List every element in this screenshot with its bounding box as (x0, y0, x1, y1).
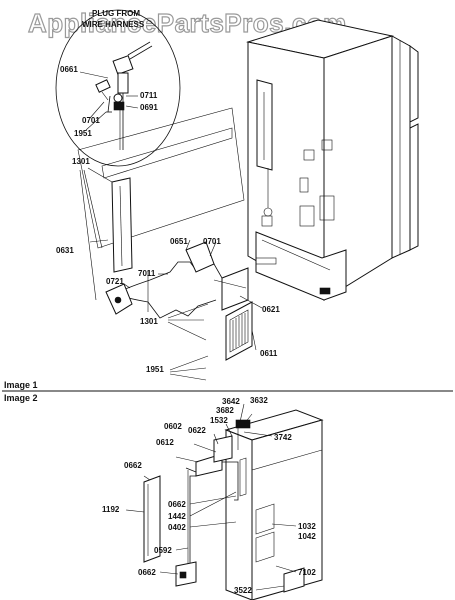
label-0651: 0651 (170, 237, 188, 246)
panel-1192-drawing (143, 475, 161, 563)
label-0612: 0612 (156, 438, 174, 447)
back-cover-panel (77, 107, 245, 273)
label-1192: 1192 (102, 505, 120, 514)
label-3522: 3522 (234, 586, 252, 595)
inset-title-line1: PLUG FROM (92, 9, 140, 18)
label-1532: 1532 (210, 416, 228, 425)
label-1951: 1951 (146, 365, 164, 374)
grille-drawing (225, 301, 253, 361)
label-0592: 0592 (154, 546, 172, 555)
image2-leader-lines (125, 403, 297, 591)
label-0661-inset: 0661 (60, 65, 78, 74)
inset-title-line2: WIRE HARNESS (82, 20, 145, 29)
label-1442: 1442 (168, 512, 186, 521)
label-3642: 3642 (222, 397, 240, 406)
refrigerator-side-drawing (224, 409, 324, 600)
image1-leader-lines (79, 167, 263, 381)
label-0691-inset: 0691 (140, 103, 158, 112)
label-0662-middle: 0662 (168, 500, 186, 509)
label-0611: 0611 (260, 349, 278, 358)
watermark-text: AppliancePartsPros.com (28, 8, 347, 38)
label-1032: 1032 (298, 522, 316, 531)
label-3632: 3632 (250, 396, 268, 405)
label-1042: 1042 (298, 532, 316, 541)
image1-section-label: Image 1 (4, 380, 38, 390)
label-0662-top: 0662 (124, 461, 142, 470)
label-0662-bottom: 0662 (138, 568, 156, 577)
label-7011: 7011 (138, 269, 156, 278)
label-0631: 0631 (56, 246, 74, 255)
label-0402: 0402 (168, 523, 186, 532)
wire-harness-drawing (105, 241, 249, 319)
label-3742: 3742 (274, 433, 292, 442)
label-0622: 0622 (188, 426, 206, 435)
label-0602: 0602 (164, 422, 182, 431)
plug-detail-inset: PLUG FROM WIRE HARNESS 0661 0711 0691 07… (55, 9, 181, 167)
label-1951-inset: 1951 (74, 129, 92, 138)
label-3682: 3682 (216, 406, 234, 415)
plug-connector-drawing (95, 41, 153, 150)
label-1301-top: 1301 (72, 157, 90, 166)
label-0721: 0721 (106, 277, 124, 286)
label-0701: 0701 (203, 237, 221, 246)
image2-harness-drawing (175, 435, 239, 587)
label-0701-inset: 0701 (82, 116, 100, 125)
label-0711-inset: 0711 (140, 91, 158, 100)
label-1301-bottom: 1301 (140, 317, 158, 326)
label-7102: 7102 (298, 568, 316, 577)
refrigerator-rear-drawing (246, 19, 419, 301)
image2-section-label: Image 2 (4, 393, 38, 403)
label-0621: 0621 (262, 305, 280, 314)
